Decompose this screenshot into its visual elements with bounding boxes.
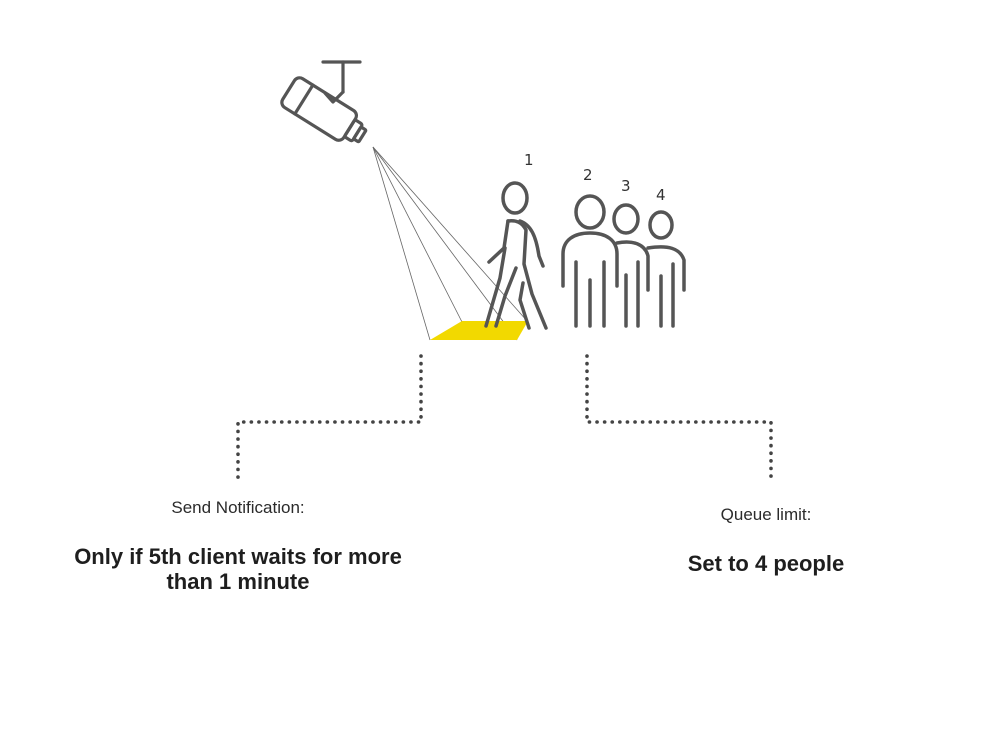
camera-view-lines [372, 146, 529, 341]
detection-zone [430, 321, 528, 340]
notification-value-line: than 1 minute [166, 569, 310, 594]
notification-connector [236, 354, 423, 480]
standing-person-icon [646, 210, 686, 328]
security-camera-icon [280, 60, 368, 144]
queue-position-label: 3 [621, 177, 631, 195]
queue-limit-value: Set to 4 people [687, 551, 845, 576]
walking-person-icon [484, 181, 548, 330]
queue-position-label: 2 [583, 166, 593, 184]
notification-caption: Send Notification: [171, 498, 305, 517]
queue-position-label: 1 [524, 151, 534, 169]
queue-limit-caption: Queue limit: [720, 505, 812, 524]
notification-value-line: Only if 5th client waits for more [74, 544, 402, 569]
standing-person-icon [612, 203, 650, 328]
queue-limit-connector [585, 354, 773, 480]
queue-position-label: 4 [656, 186, 666, 204]
standing-person-icon [561, 194, 619, 328]
notification-value: Only if 5th client waits for more than 1… [28, 544, 448, 594]
